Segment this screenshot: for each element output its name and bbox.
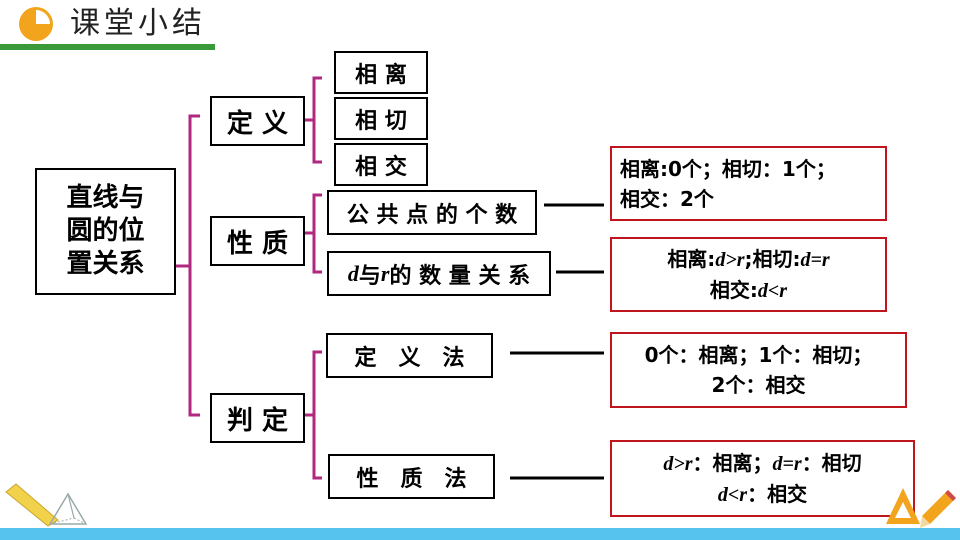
count-result-line-2: 相交：2个 [620,186,714,211]
quantity-relation-node: d 与 r 的 数 量 关 系 [327,251,551,296]
bottom-bar [0,528,960,540]
property-method-node: 性 质 法 [328,454,495,499]
prop-method-result-line-1: d>r：相离；d=r：相切 [663,450,862,475]
triangle-ruler-icon [886,488,920,524]
prop-method-result-line-2: d<r：相交 [717,481,808,506]
def-method-result-line-1: 0个：相离；1个：相切； [644,343,873,367]
pie-chart-icon [19,7,53,41]
definition-bracket [312,76,322,164]
quantity-relation-text: 的 数 量 关 系 [389,263,531,289]
count-result-box: 相离:0个；相切：1个； 相交：2个 [610,146,887,221]
relation-result-box: 相离:d>r;相切:d=r 相交:d<r [610,237,887,312]
property-bracket [312,193,322,274]
var-d: d [347,260,359,286]
property-node: 性 质 [210,216,305,266]
judgement-bracket [312,350,322,480]
root-line-3: 置关系 [66,249,145,279]
relation-result-line-1: 相离:d>r;相切:d=r [667,246,830,271]
with-text: 与 [358,263,381,289]
root-node: 直线与 圆的位 置关系 [35,168,176,295]
page-title: 课堂小结 [70,6,206,41]
tangent-node: 相 切 [334,97,428,140]
root-line-2: 圆的位 [66,216,145,246]
main-bracket [188,114,200,417]
intersect-node: 相 交 [334,143,428,186]
separate-node: 相 离 [334,51,428,94]
pencil-icon [920,490,956,528]
def-method-result-box: 0个：相离；1个：相切； 2个：相交 [610,332,907,408]
var-r: r [380,260,390,286]
root-line-1: 直线与 [66,183,145,213]
def-method-result-line-2: 2个：相交 [711,373,806,397]
title-underline [0,44,215,50]
count-result-line-1: 相离:0个；相切：1个； [620,156,836,181]
judgement-node: 判 定 [210,393,305,443]
definition-method-node: 定 义 法 [326,333,493,378]
prop-method-result-box: d>r：相离；d=r：相切 d<r：相交 [610,440,915,517]
pyramid-icon [48,492,88,525]
ruler-icon [5,483,59,527]
definition-node: 定 义 [210,96,305,146]
common-point-count-node: 公 共 点 的 个 数 [327,190,537,235]
relation-result-line-2: 相交:d<r [709,277,788,302]
